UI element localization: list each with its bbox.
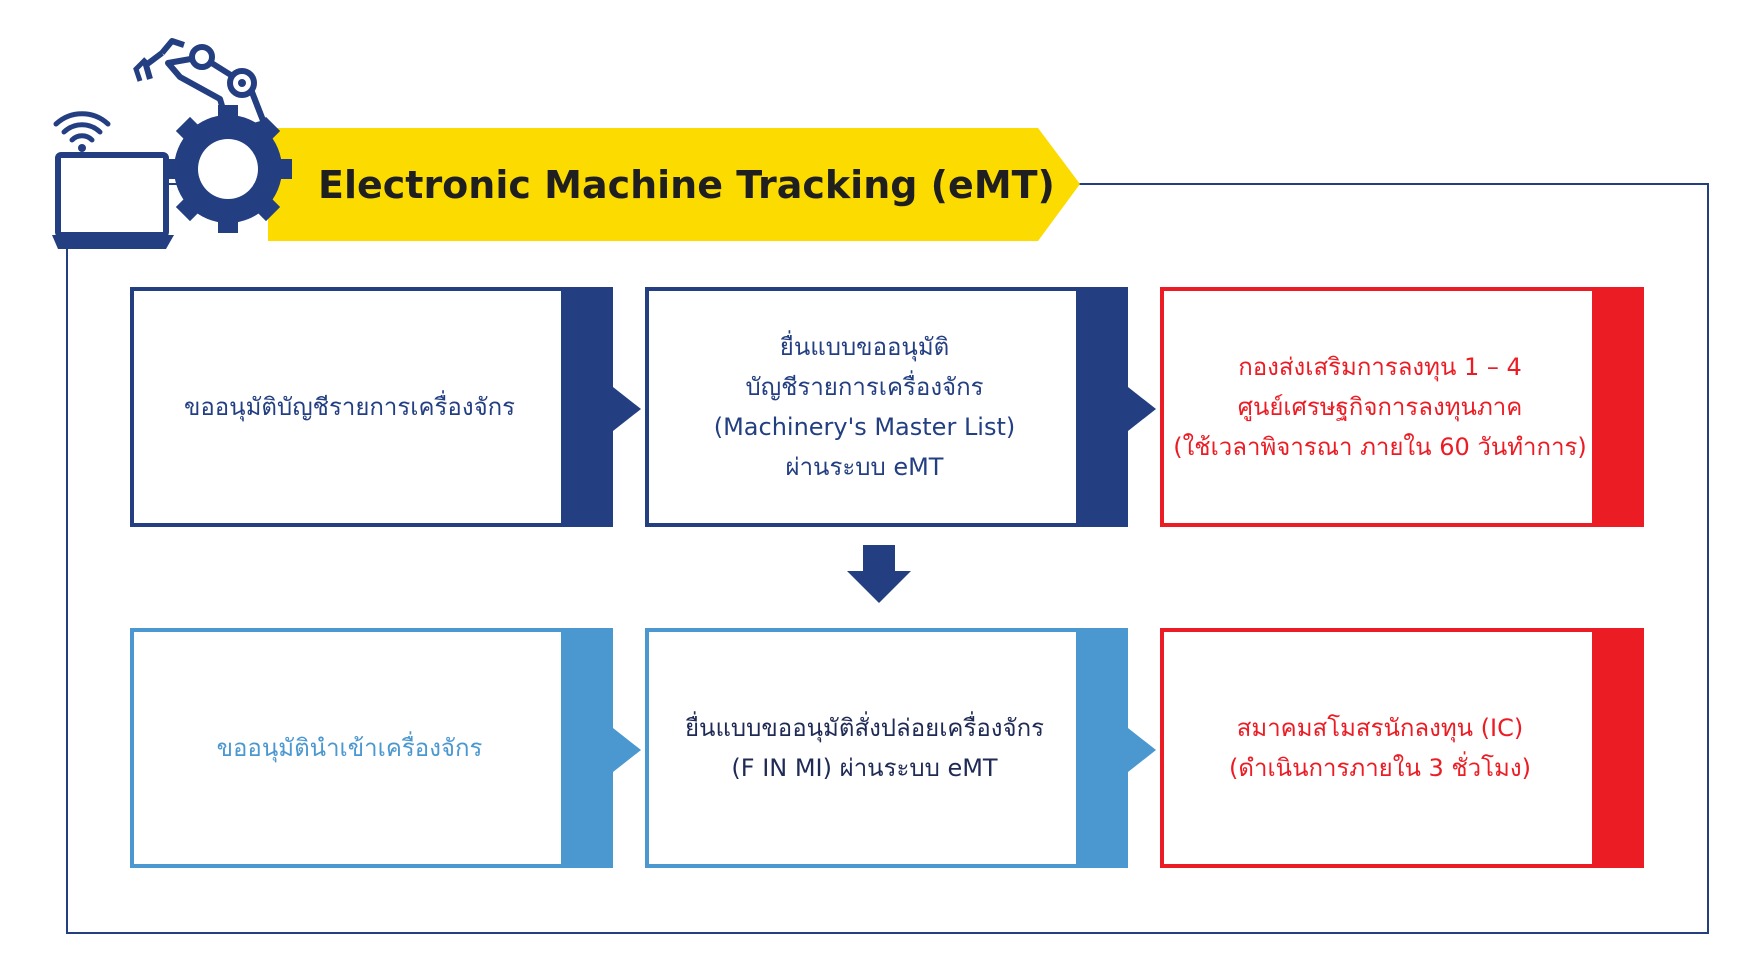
- row2-step1-text: ขออนุมัตินำเข้าเครื่องจักร: [216, 734, 483, 762]
- banner-title: Electronic Machine Tracking (eMT): [318, 162, 1055, 207]
- row2-step2-box: ยื่นแบบขออนุมัติสั่งปล่อยเครื่องจักร (F …: [645, 628, 1128, 868]
- text-line: ยื่นแบบขออนุมัติ: [779, 333, 950, 361]
- row2-step3-box: สมาคมสโมสรนักลงทุน (IC) (ดำเนินการภายใน …: [1160, 628, 1644, 868]
- box-accent-bar: [1076, 628, 1128, 868]
- arrow-right-icon: [1128, 387, 1156, 431]
- text-line: (ใช้เวลาพิจารณา ภายใน 60 วันทำการ): [1173, 433, 1587, 461]
- text-line: สมาคมสโมสรนักลงทุน (IC): [1236, 714, 1524, 742]
- arrow-right-icon: [1128, 728, 1156, 772]
- row2-step2-text: ยื่นแบบขออนุมัติสั่งปล่อยเครื่องจักร (F …: [685, 708, 1044, 788]
- box-accent-bar: [561, 628, 613, 868]
- laptop-icon: [52, 152, 174, 249]
- row2-step3-text: สมาคมสโมสรนักลงทุน (IC) (ดำเนินการภายใน …: [1229, 708, 1531, 788]
- text-line: (Machinery's Master List): [713, 413, 1016, 441]
- box-accent-bar: [1592, 287, 1644, 527]
- row1-step3-box: กองส่งเสริมการลงทุน 1 – 4 ศูนย์เศรษฐกิจก…: [1160, 287, 1644, 527]
- row1-step1-box: ขออนุมัติบัญชีรายการเครื่องจักร: [130, 287, 613, 527]
- text-line: บัญชีรายการเครื่องจักร: [745, 373, 984, 401]
- row1-step3-text: กองส่งเสริมการลงทุน 1 – 4 ศูนย์เศรษฐกิจก…: [1173, 347, 1587, 467]
- emt-logo-icon: [52, 38, 292, 249]
- box-accent-bar: [1592, 628, 1644, 868]
- arrow-right-icon: [613, 728, 641, 772]
- row2-step1-box: ขออนุมัตินำเข้าเครื่องจักร: [130, 628, 613, 868]
- text-line: ผ่านระบบ eMT: [785, 453, 944, 481]
- box-accent-bar: [561, 287, 613, 527]
- row1-step2-text: ยื่นแบบขออนุมัติ บัญชีรายการเครื่องจักร …: [714, 327, 1016, 487]
- text-line: (ดำเนินการภายใน 3 ชั่วโมง): [1229, 754, 1531, 782]
- text-line: ศูนย์เศรษฐกิจการลงทุนภาค: [1237, 393, 1523, 421]
- text-line: ยื่นแบบขออนุมัติสั่งปล่อยเครื่องจักร: [684, 714, 1044, 742]
- row1-step1-text: ขออนุมัติบัญชีรายการเครื่องจักร: [183, 393, 516, 421]
- title-banner: [268, 128, 1080, 241]
- text-line: (F IN MI) ผ่านระบบ eMT: [731, 754, 998, 782]
- row1-step2-box: ยื่นแบบขออนุมัติ บัญชีรายการเครื่องจักร …: [645, 287, 1128, 527]
- box-accent-bar: [1076, 287, 1128, 527]
- wifi-icon: [53, 111, 111, 143]
- arrow-right-icon: [613, 387, 641, 431]
- arrow-down-icon: [847, 545, 911, 603]
- text-line: กองส่งเสริมการลงทุน 1 – 4: [1238, 353, 1522, 381]
